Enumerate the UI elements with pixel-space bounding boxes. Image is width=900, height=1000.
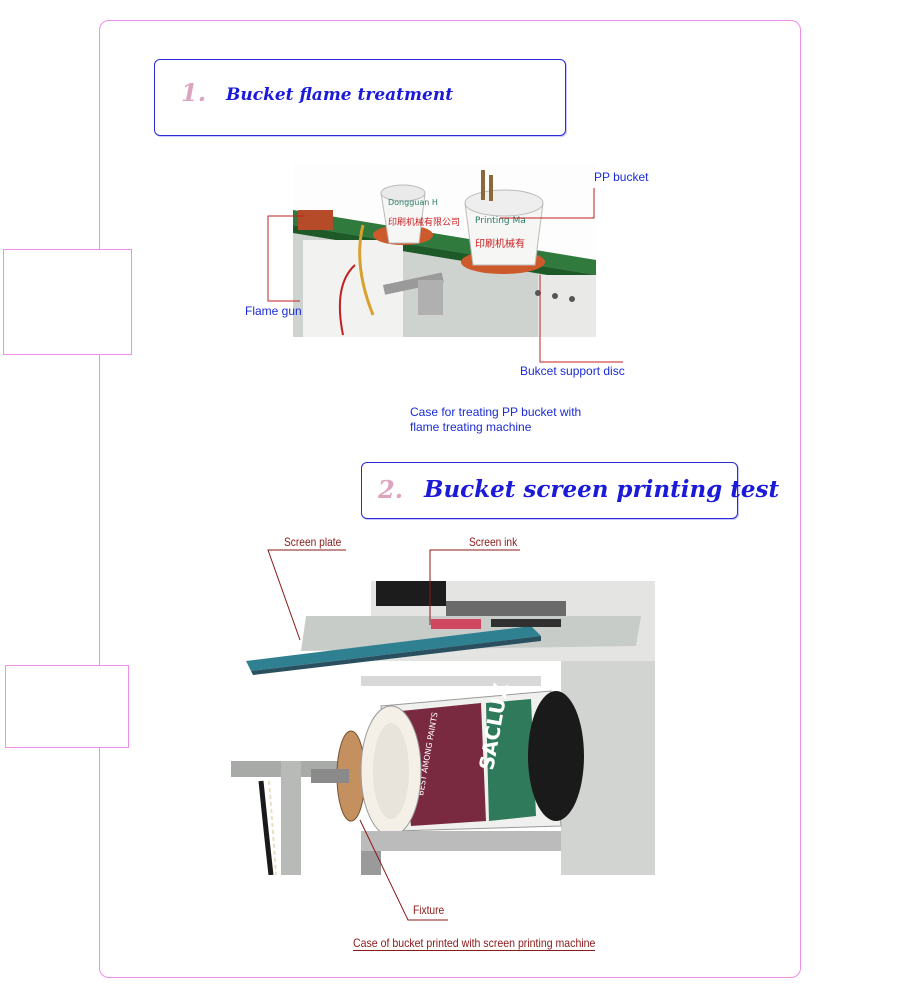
svg-text:印刷机械有: 印刷机械有 [475,237,525,250]
section-1-caption: Case for treating PP bucket with flame t… [410,405,582,434]
section-1-title: Bucket flame treatment [226,85,454,105]
label-screen-plate: Screen plate [284,535,342,549]
label-flame-gun: Flame gun [245,304,302,318]
label-support-disc: Bukcet support disc [520,364,625,378]
side-panel-upper [3,249,132,355]
label-screen-ink: Screen ink [469,535,518,549]
bucket-2-text: Printing Ma [475,216,526,226]
label-pp-bucket: PP bucket [594,170,649,184]
page-frame [99,20,801,978]
flame-treatment-photo: Dongguan H 印刷机械有限公司 Printing Ma 印刷机械有 [293,165,596,337]
section-2-title: Bucket screen printing test [424,476,780,503]
section-1-title-box: 1. Bucket flame treatment [154,59,566,136]
bucket-1-text: Dongguan H [388,198,438,207]
screen-printing-photo: SACLUX BEST AMONG PAINTS [231,581,655,875]
section-2-number: 2. [378,475,404,504]
section-2-caption: Case of bucket printed with screen print… [353,936,596,951]
bucket-1-print: 印刷机械有限公司 [388,216,460,228]
label-fixture: Fixture [413,903,445,917]
section-2-title-box: 2. Bucket screen printing test [361,462,779,519]
side-panel-lower [5,665,129,748]
section-1-number: 1. [181,78,207,107]
